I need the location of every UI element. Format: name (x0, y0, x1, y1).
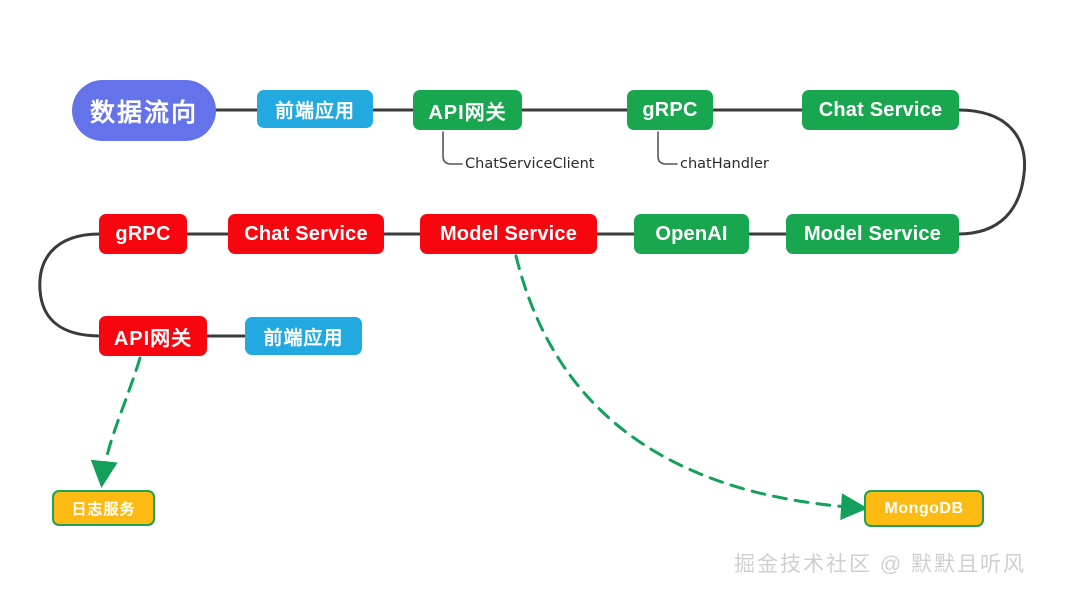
node-label: MongoDB (884, 499, 964, 517)
node-label: gRPC (642, 98, 698, 121)
node-api-gateway-row3[interactable]: API网关 (99, 316, 207, 356)
node-frontend-app-row1[interactable]: 前端应用 (257, 90, 373, 128)
annotation-chat-service-client: ChatServiceClient (465, 156, 594, 172)
node-model-service-row2[interactable]: Model Service (420, 214, 597, 254)
elbow-chathandler (657, 131, 678, 165)
node-label: 数据流向 (89, 98, 198, 127)
annotation-chat-handler: chatHandler (680, 156, 769, 172)
node-label: OpenAI (655, 222, 728, 245)
node-root-data-flow[interactable]: 数据流向 (72, 80, 216, 141)
dashed-edge-apigateway-to-logservice (90, 356, 142, 488)
node-label: 前端应用 (274, 100, 355, 122)
node-label: gRPC (115, 222, 171, 245)
watermark: 掘金技术社区 @ 默默且听风 (734, 548, 1026, 578)
node-label: Chat Service (818, 98, 943, 121)
node-label: API网关 (113, 327, 193, 350)
edge-right-uturn (956, 108, 1027, 236)
elbow-chatserviceclient (442, 131, 463, 165)
dashed-edge-modelservice-to-mongodb (514, 254, 868, 521)
node-model-service-row2-right[interactable]: Model Service (786, 214, 959, 254)
node-api-gateway-row1[interactable]: API网关 (413, 90, 522, 130)
node-label: 前端应用 (263, 327, 344, 349)
node-label: API网关 (428, 101, 507, 124)
edge-left-uturn (38, 232, 102, 338)
node-openai-row2[interactable]: OpenAI (634, 214, 749, 254)
watermark-label: 掘金技术社区 @ 默默且听风 (734, 553, 1026, 576)
node-frontend-app-row3[interactable]: 前端应用 (245, 317, 362, 355)
node-label: 日志服务 (71, 500, 136, 518)
annotation-label: ChatServiceClient (465, 156, 595, 172)
node-chat-service-row1[interactable]: Chat Service (802, 90, 959, 130)
node-grpc-row1[interactable]: gRPC (627, 90, 713, 130)
node-chat-service-row2[interactable]: Chat Service (228, 214, 384, 254)
annotation-label: chatHandler (680, 156, 769, 172)
node-grpc-row2[interactable]: gRPC (99, 214, 187, 254)
node-label: Model Service (439, 222, 578, 245)
node-log-service[interactable]: 日志服务 (52, 490, 155, 526)
node-label: Chat Service (244, 222, 368, 245)
node-label: Model Service (803, 222, 942, 245)
node-mongodb[interactable]: MongoDB (864, 490, 984, 527)
